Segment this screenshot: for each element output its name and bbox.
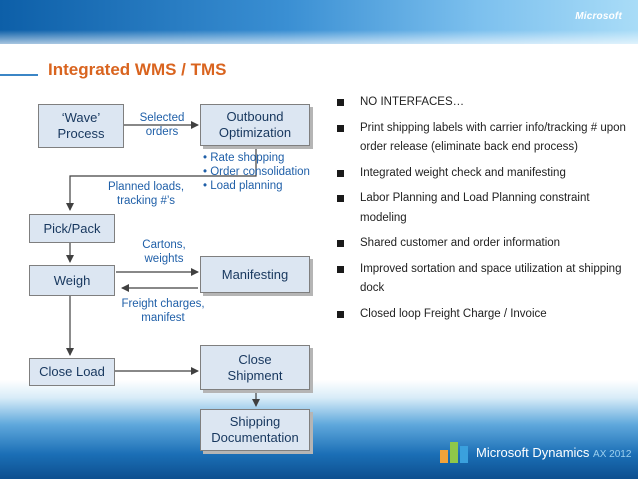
outbound-optimization-box: Outbound Optimization: [200, 104, 310, 146]
dynamics-logo-icon: [440, 442, 468, 463]
label-freight-charges: Freight charges, manifest: [121, 298, 205, 324]
square-bullet-icon: [337, 124, 344, 132]
bullet-item: Print shipping labels with carrier info/…: [335, 119, 635, 158]
square-bullet-icon: [337, 265, 344, 273]
slide-title: Integrated WMS / TMS: [48, 60, 227, 79]
bullet-item: Improved sortation and space utilization…: [335, 260, 635, 299]
shipping-documentation-box: Shipping Documentation: [200, 409, 310, 451]
close-load-box: Close Load: [29, 358, 115, 386]
bullet-item: Shared customer and order information: [335, 234, 635, 254]
square-bullet-icon: [337, 310, 344, 318]
label-selected-orders: Selected orders: [139, 112, 185, 138]
outbound-bullet-order-consolidation: • Order consolidation: [203, 166, 310, 178]
square-bullet-icon: [337, 99, 344, 106]
weigh-box: Weigh: [29, 265, 115, 296]
outbound-bullet-load-planning: • Load planning: [203, 180, 283, 192]
bullet-item: NO INTERFACES…: [335, 93, 635, 113]
close-shipment-box: Close Shipment: [200, 345, 310, 390]
arrow-outbound-to-pickpack: [66, 146, 257, 211]
microsoft-logo: Microsoft: [575, 11, 622, 22]
square-bullet-icon: [337, 240, 344, 247]
label-planned-loads: Planned loads, tracking #’s: [107, 181, 185, 207]
outbound-bullet-rate-shopping: • Rate shopping: [203, 152, 285, 164]
square-bullet-icon: [337, 169, 344, 177]
title-accent-line: [0, 74, 38, 76]
label-cartons-weights: Cartons, weights: [142, 239, 186, 265]
dynamics-brand: Microsoft Dynamics AX 2012: [476, 445, 632, 460]
benefit-bullet-list: NO INTERFACES… Print shipping labels wit…: [335, 93, 635, 330]
bottom-band: [0, 380, 638, 479]
bullet-item: Closed loop Freight Charge / Invoice: [335, 305, 635, 325]
manifesting-box: Manifesting: [200, 256, 310, 293]
square-bullet-icon: [337, 195, 344, 202]
bullet-item: Labor Planning and Load Planning constra…: [335, 189, 635, 228]
top-band-fade: [0, 30, 638, 52]
pick-pack-box: Pick/Pack: [29, 214, 115, 243]
bullet-item: Integrated weight check and manifesting: [335, 164, 635, 184]
wave-process-box: ‘Wave’ Process: [38, 104, 124, 148]
